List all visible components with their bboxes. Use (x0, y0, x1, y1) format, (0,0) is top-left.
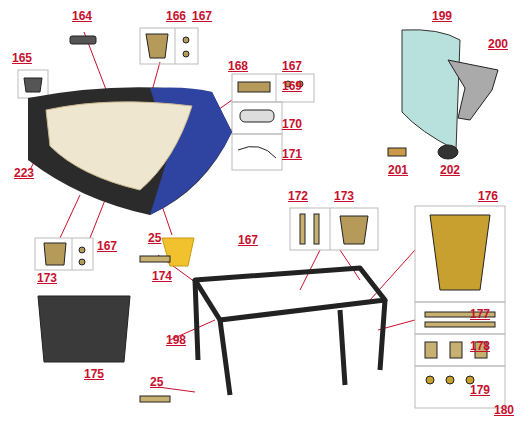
callout-number: 167 (282, 60, 302, 73)
callout-number: 168 (228, 60, 248, 73)
callout-number: 177 (470, 308, 490, 321)
callout-number: 201 (388, 164, 408, 177)
callout-number: 166 (166, 10, 186, 23)
callout-number: 173 (37, 272, 57, 285)
callout-number: 167 (192, 10, 212, 23)
callout-number: 172 (288, 190, 308, 203)
callout-number: 170 (282, 118, 302, 131)
callout-number: 173 (334, 190, 354, 203)
callout-number: 165 (12, 52, 32, 65)
callout-number: 178 (470, 340, 490, 353)
callout-number: 223 (14, 167, 34, 180)
callout-number: 167 (238, 234, 258, 247)
seat (28, 87, 232, 215)
callout-number: 199 (432, 10, 452, 23)
callout-number: 179 (470, 384, 490, 397)
callout-number: 171 (282, 148, 302, 161)
callout-number: 175 (84, 368, 104, 381)
callout-number: 200 (488, 38, 508, 51)
callout-number: 174 (152, 270, 172, 283)
callout-number: 167 (97, 240, 117, 253)
callout-number: 25 (150, 376, 163, 389)
callout-number: 198 (166, 334, 186, 347)
callout-number: 169 (282, 80, 302, 93)
callout-number: 176 (478, 190, 498, 203)
callout-number: 164 (72, 10, 92, 23)
callout-number: 25 (148, 232, 161, 245)
callout-number: 202 (440, 164, 460, 177)
part-frames (18, 28, 505, 408)
luggage-rack (195, 268, 385, 395)
small-parts (24, 30, 498, 402)
callout-number: 180 (494, 404, 514, 417)
